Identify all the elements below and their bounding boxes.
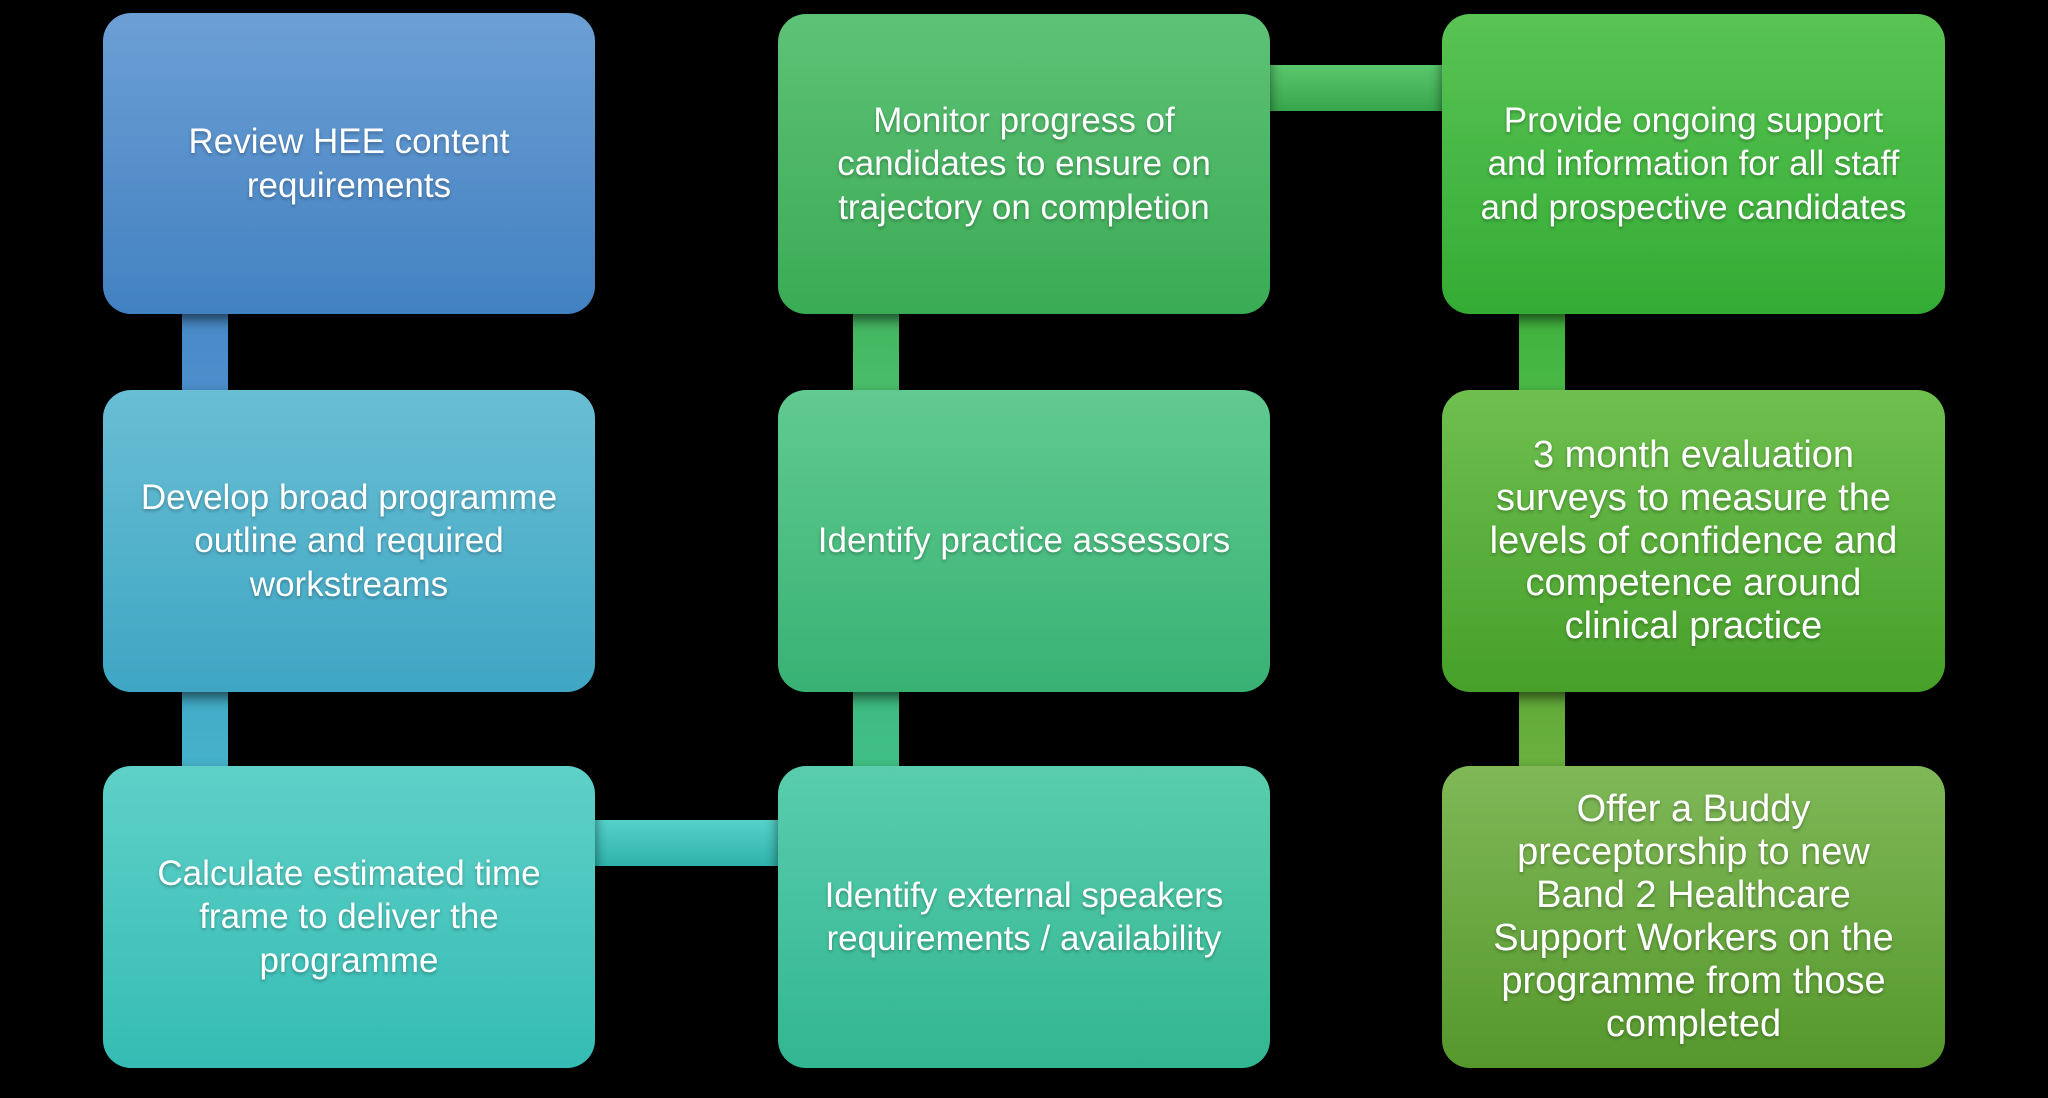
flow-box-label: 3 month evaluation surveys to measure th… <box>1489 433 1898 648</box>
flow-box-develop-programme-outline: Develop broad programme outline and requ… <box>103 390 595 692</box>
flow-box-monitor-progress: Monitor progress of candidates to ensure… <box>778 14 1270 314</box>
flow-box-three-month-evaluation: 3 month evaluation surveys to measure th… <box>1442 390 1945 692</box>
flow-box-label: Offer a Buddy preceptorship to new Band … <box>1493 788 1894 1045</box>
flow-box-label: Provide ongoing support and information … <box>1480 100 1907 227</box>
flow-box-label: Monitor progress of candidates to ensure… <box>837 100 1211 227</box>
flow-box-label: Calculate estimated time frame to delive… <box>157 853 541 980</box>
flow-box-label: Identify external speakers requirements … <box>824 875 1224 958</box>
flow-box-offer-buddy-preceptorship: Offer a Buddy preceptorship to new Band … <box>1442 766 1945 1068</box>
flow-box-identify-external-speakers: Identify external speakers requirements … <box>778 766 1270 1068</box>
flow-box-provide-ongoing-support: Provide ongoing support and information … <box>1442 14 1945 314</box>
connector-top-col2-col3 <box>1250 65 1462 111</box>
flow-box-label: Review HEE content requirements <box>188 122 510 205</box>
flow-box-calculate-time-frame: Calculate estimated time frame to delive… <box>103 766 595 1068</box>
flow-box-review-hee-content: Review HEE content requirements <box>103 13 595 314</box>
flow-box-identify-practice-assessors: Identify practice assessors <box>778 390 1270 692</box>
flow-box-label: Identify practice assessors <box>817 521 1231 561</box>
connector-bottom-col1-col2 <box>575 820 797 866</box>
flow-box-label: Develop broad programme outline and requ… <box>140 477 558 604</box>
